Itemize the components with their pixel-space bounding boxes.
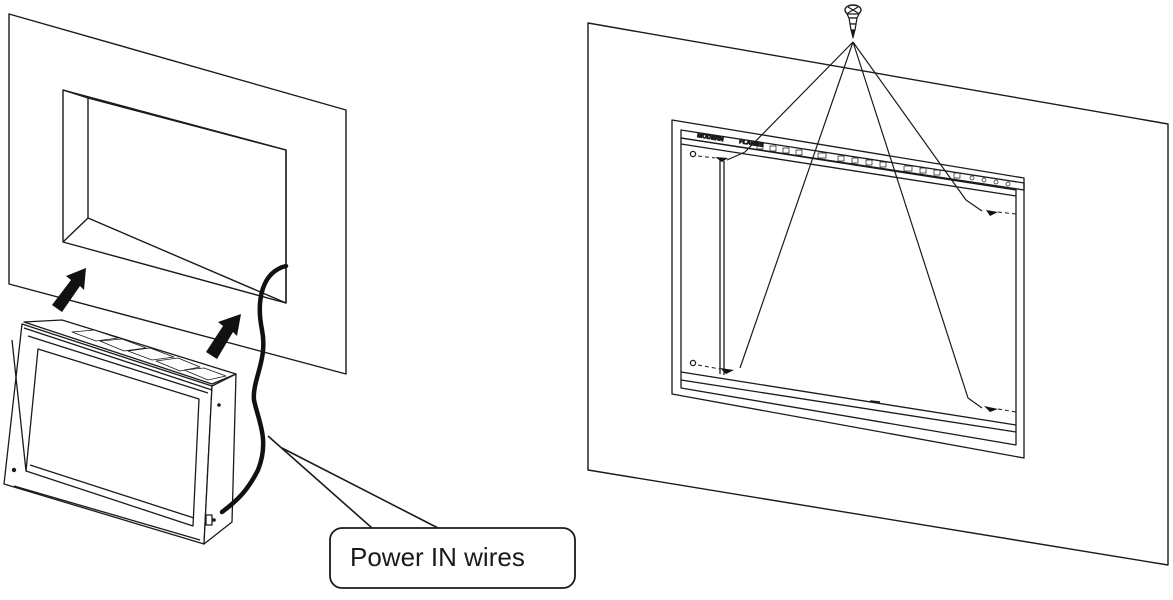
frame-text-left: MODERN (697, 133, 724, 143)
arrow-up-right (206, 314, 241, 359)
screw-dot (217, 403, 221, 407)
callout-label: Power IN wires (350, 542, 525, 572)
power-wire (219, 263, 289, 515)
screw-dot (11, 467, 17, 473)
screw-dot (212, 518, 216, 522)
guide-dashes (697, 155, 1017, 413)
left-illustration (3, 13, 439, 545)
wall-opening (62, 89, 287, 304)
screw-tips (715, 157, 998, 412)
mount-hole-bottom-left (689, 359, 697, 367)
screw-icon (844, 4, 862, 39)
frame-lettering: MODERN FLAMES (696, 133, 764, 150)
terminal-block (205, 514, 213, 526)
mount-hole-top-left (689, 150, 697, 158)
insert-arrows (52, 268, 241, 359)
screw-leader-lines (726, 41, 983, 409)
power-wires-callout: Power IN wires (329, 527, 576, 589)
control-strip-marks (756, 143, 1011, 187)
right-illustration: MODERN FLAMES (587, 4, 1169, 566)
arrow-up-left (52, 268, 86, 312)
heater-vents (71, 329, 227, 381)
mounted-frame (671, 119, 1025, 459)
frame-text-middle: FLAMES (739, 139, 764, 149)
callout-box (329, 527, 576, 589)
callout-pointer (267, 435, 439, 529)
fireplace-insert (3, 319, 237, 545)
